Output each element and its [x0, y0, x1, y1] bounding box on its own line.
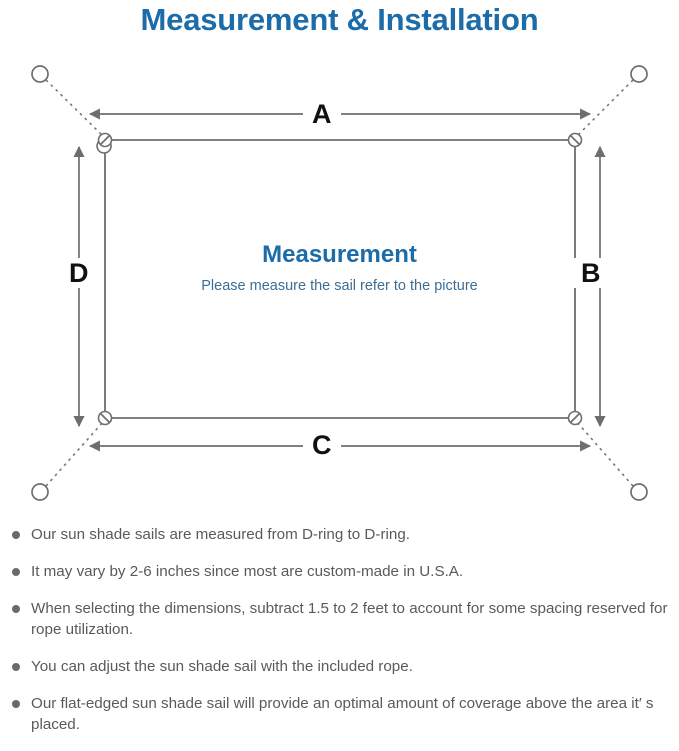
d-ring-flat-tl: [99, 134, 111, 146]
list-item: You can adjust the sun shade sail with t…: [0, 656, 679, 677]
d-ring-flat-br: [569, 412, 581, 424]
bullet-icon: [12, 531, 20, 539]
note-text: Our sun shade sails are measured from D-…: [31, 526, 410, 543]
list-item: It may vary by 2-6 inches since most are…: [0, 561, 679, 582]
dimension-label-d: D: [60, 258, 98, 288]
note-text: Our flat-edged sun shade sail will provi…: [31, 695, 654, 733]
d-ring-flats: [99, 134, 581, 424]
bullet-icon: [12, 700, 20, 708]
bullet-icon: [12, 605, 20, 613]
rope-bottom-left: [45, 420, 105, 487]
dimension-label-a: A: [303, 99, 341, 129]
rope-bottom-right: [575, 420, 634, 487]
bullet-icon: [12, 568, 20, 576]
shade-sail-body: [104, 139, 576, 419]
list-item: Our sun shade sails are measured from D-…: [0, 524, 679, 545]
list-item: Our flat-edged sun shade sail will provi…: [0, 693, 679, 735]
rope-top-right: [575, 79, 634, 138]
note-text: It may vary by 2-6 inches since most are…: [31, 563, 464, 580]
notes-list: Our sun shade sails are measured from D-…: [0, 524, 679, 751]
anchor-bottom-right: [630, 483, 648, 501]
anchor-bottom-left: [31, 483, 49, 501]
measurement-diagram: [0, 48, 679, 518]
dimension-label-c: C: [303, 430, 341, 460]
diagram-svg: [31, 65, 648, 501]
d-ring-flat-tr: [569, 134, 581, 146]
anchor-points: [31, 65, 648, 501]
rope-lines: [45, 79, 634, 487]
note-text: You can adjust the sun shade sail with t…: [31, 658, 413, 675]
page-title: Measurement & Installation: [140, 2, 539, 37]
bullet-icon: [12, 663, 20, 671]
dimension-label-b: B: [572, 258, 610, 288]
note-text: When selecting the dimensions, subtract …: [31, 600, 668, 638]
d-ring-flat-bl: [99, 412, 111, 424]
anchor-top-left: [31, 65, 49, 83]
list-item: When selecting the dimensions, subtract …: [0, 598, 679, 640]
rope-top-left: [45, 79, 105, 138]
anchor-top-right: [630, 65, 648, 83]
